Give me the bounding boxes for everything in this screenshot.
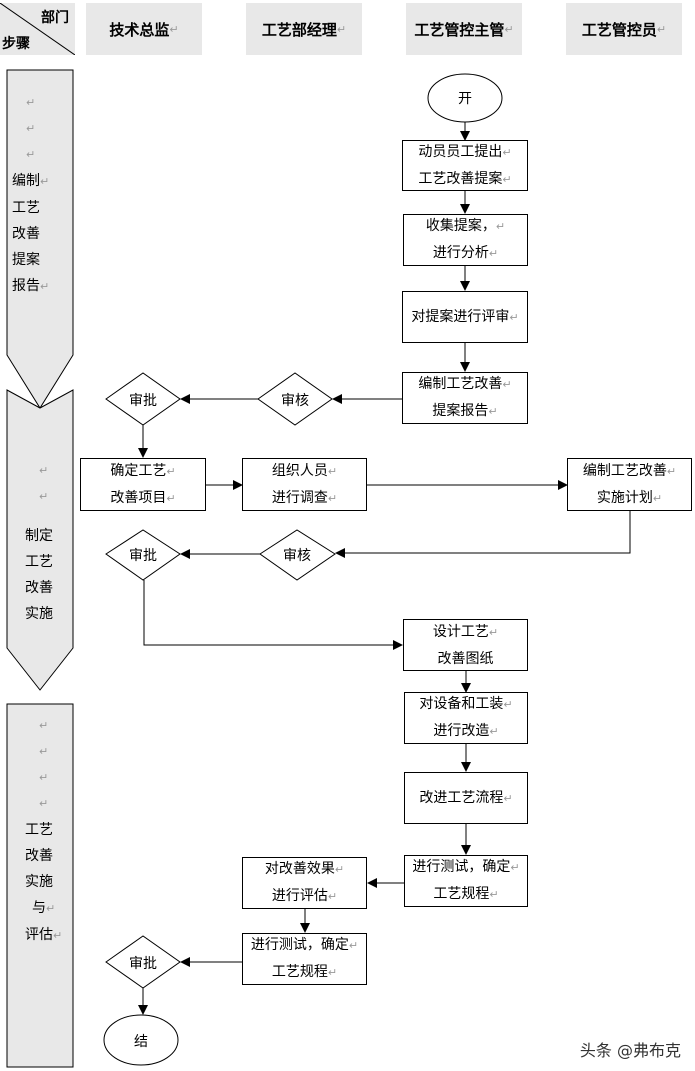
- process-assess-effect[interactable]: 对改善效果↵ 进行评估↵: [242, 857, 367, 909]
- arrow-approve2-to-design: [143, 580, 403, 650]
- approve-label-2: 审批: [129, 548, 157, 564]
- process-test-define-procedure-2[interactable]: 进行测试，确定↵ 工艺规程↵: [242, 933, 367, 985]
- phase-1-line: 工艺: [12, 200, 40, 216]
- corner-dept-label: 部门: [41, 10, 69, 26]
- review-label-1: 审核: [281, 393, 309, 409]
- column-header-control-staff: 工艺管控员↵: [566, 3, 682, 55]
- phase-1-line: 改善: [12, 226, 40, 242]
- approve-label-1: 审批: [129, 393, 157, 409]
- phase-1-line: 报告↵: [12, 278, 50, 294]
- watermark: 头条 @弗布克: [579, 1041, 681, 1060]
- phase-label-1: ↵ ↵ ↵ 编制↵ 工艺 改善 提案 报告↵: [12, 90, 72, 300]
- phase-label-3: ↵ ↵ ↵ ↵ 工艺 改善 实施 与↵ 评估↵: [25, 713, 70, 949]
- corner-step-label: 步骤: [2, 36, 30, 52]
- header-corner: 部门 步骤: [0, 3, 75, 55]
- process-compile-implementation-plan[interactable]: 编制工艺改善↵ 实施计划↵: [567, 458, 692, 511]
- phase-2-line: 工艺: [25, 554, 53, 570]
- phase-3-line: 改善: [25, 848, 53, 864]
- column-header-label: 工艺管控主管: [414, 20, 505, 39]
- column-header-label: 工艺部经理: [261, 20, 337, 39]
- process-mobilize-proposals[interactable]: 动员员工提出↵ 工艺改善提案↵: [402, 140, 528, 191]
- phase-3-line: 工艺: [25, 822, 53, 838]
- end-terminal[interactable]: [103, 1014, 179, 1066]
- phase-label-2: ↵ ↵ 制定 工艺 改善 实施: [25, 458, 70, 627]
- phase-box-3: [6, 703, 74, 1068]
- process-design-drawings[interactable]: 设计工艺↵ 改善图纸: [403, 619, 528, 671]
- process-modify-equipment[interactable]: 对设备和工装↵ 进行改造↵: [404, 692, 528, 744]
- process-collect-analyze[interactable]: 收集提案，↵ 进行分析↵: [403, 214, 528, 266]
- process-organize-survey[interactable]: 组织人员↵ 进行调查↵: [242, 458, 367, 511]
- phase-3-line: 与↵: [32, 900, 56, 916]
- phase-1-line: 提案: [12, 252, 40, 268]
- end-label: 结: [134, 1034, 148, 1050]
- process-test-define-procedure-1[interactable]: 进行测试，确定↵ 工艺规程↵: [404, 855, 528, 907]
- corner-diagonal: [0, 3, 75, 55]
- column-header-tech-director: 技术总监↵: [86, 3, 202, 55]
- process-compile-proposal-report[interactable]: 编制工艺改善↵ 提案报告↵: [402, 372, 528, 424]
- column-header-label: 技术总监: [109, 20, 170, 39]
- process-confirm-project[interactable]: 确定工艺↵ 改善项目↵: [80, 458, 206, 511]
- phase-3-line: 评估↵: [25, 927, 63, 943]
- phase-3-line: 实施: [25, 874, 53, 890]
- phase-2-line: 改善: [25, 580, 53, 596]
- phase-chevron-2: [6, 389, 74, 691]
- phase-chevron-1: [6, 69, 74, 409]
- process-evaluate-proposals[interactable]: 对提案进行评审↵: [402, 291, 528, 343]
- column-header-label: 工艺管控员: [581, 20, 657, 39]
- approve-label-3: 审批: [129, 956, 157, 972]
- column-header-process-manager: 工艺部经理↵: [246, 3, 362, 55]
- arrow-plan-to-review2: [335, 511, 631, 558]
- process-improve-flow[interactable]: 改进工艺流程↵: [404, 772, 528, 824]
- start-label: 开: [458, 91, 472, 107]
- column-header-control-supervisor: 工艺管控主管↵: [406, 3, 522, 55]
- phase-1-line: 编制↵: [12, 173, 50, 189]
- review-label-2: 审核: [283, 548, 311, 564]
- phase-2-line: 实施: [25, 606, 53, 622]
- phase-2-line: 制定: [25, 528, 53, 544]
